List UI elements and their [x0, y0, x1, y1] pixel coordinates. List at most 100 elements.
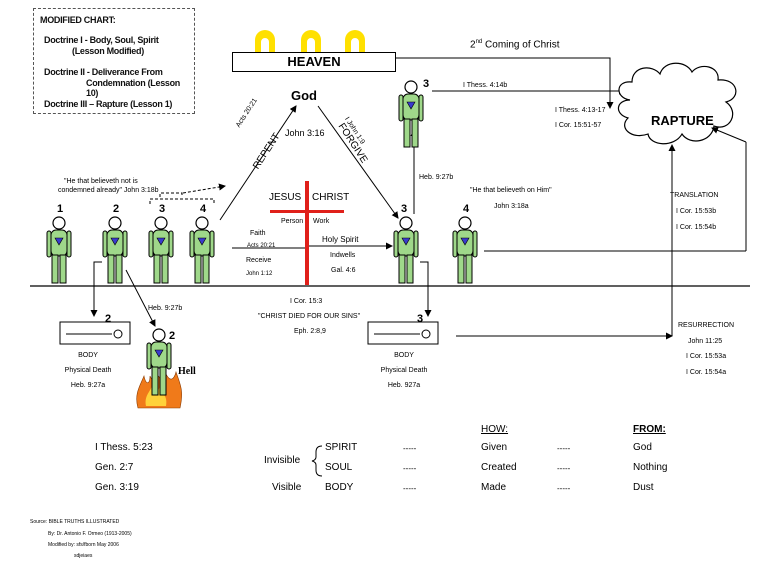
dashes-2: ----- — [403, 464, 417, 473]
second-coming-sup: nd — [475, 39, 483, 45]
resurrection-label: RESURRECTION — [678, 322, 735, 329]
legend-title: MODIFIED CHART: — [40, 15, 116, 25]
god-label: God — [291, 88, 317, 103]
heb-927b-top: Heb. 9:27b — [419, 174, 454, 181]
legend-d1a: Doctrine I - Body, Soul, Spirit — [44, 35, 159, 45]
source-line-3: Modified by: sfs/fborn May 2006 — [48, 542, 119, 548]
john-1125: John 11:25 — [688, 338, 723, 345]
christ-label: CHRIST — [312, 192, 350, 203]
num-3a: 3 — [159, 203, 166, 215]
dashes2-1: ----- — [557, 444, 571, 453]
second-coming-num: 2 — [470, 39, 476, 51]
icor-1554b: I Cor. 15:54b — [676, 224, 717, 231]
from-2: Nothing — [633, 462, 668, 473]
legend-d2b: Condemnation (Lesson 10) — [86, 78, 181, 98]
dashes-3: ----- — [403, 484, 417, 493]
person-4b-icon — [452, 216, 478, 289]
invisible-brace — [311, 445, 323, 477]
john-318a: John 3:18a — [494, 203, 529, 210]
ref-3: Gen. 3:19 — [95, 482, 139, 493]
eph-289: Eph. 2:8,9 — [294, 328, 326, 335]
from-header: FROM: — [633, 424, 666, 435]
quote-left-2: condemned already" John 3:18b — [58, 187, 159, 194]
num-3b: 3 — [401, 203, 408, 215]
body-left-title: BODY — [78, 352, 98, 359]
person-2-icon — [102, 216, 128, 289]
person-4a-icon — [189, 216, 215, 289]
quote-left-1: "He that believeth not is — [64, 178, 138, 185]
ref-2: Gen. 2:7 — [95, 462, 134, 473]
dashes2-2: ----- — [557, 464, 571, 473]
source-line-4: sdjeiaes — [74, 553, 93, 559]
icor-153: I Cor. 15:3 — [290, 298, 323, 305]
quote-right: "He that believeth on Him" — [470, 187, 552, 194]
dashes2-3: ----- — [557, 484, 571, 493]
legend-box: MODIFIED CHART: Doctrine I - Body, Soul,… — [33, 8, 195, 114]
part-soul: SOUL — [325, 462, 353, 473]
how-header: HOW: — [481, 424, 509, 435]
second-coming-text: Coming of Christ — [485, 39, 560, 51]
num-2-hell: 2 — [169, 330, 176, 342]
icor-1553b: I Cor. 15:53b — [676, 208, 717, 215]
work-label: Work — [313, 218, 330, 225]
icor-155157: I Cor. 15:51-57 — [555, 122, 602, 129]
source-line-2: By: Dr. Antonio F. Ormeo (1913-2005) — [48, 531, 132, 537]
heb-927b-mid: Heb. 9:27b — [148, 305, 183, 312]
rapture-cloud-icon — [617, 62, 737, 145]
hell-label: Hell — [178, 366, 196, 377]
from-3: Dust — [633, 482, 654, 493]
faith-label: Faith — [250, 230, 266, 237]
body-left-line3: Heb. 9:27a — [70, 382, 106, 389]
body-left-line2: Physical Death — [64, 367, 112, 374]
source-line-1: Source: BIBLE TRUTHS ILLUSTRATED — [30, 519, 120, 525]
legend-d1b: (Lesson Modified) — [72, 46, 144, 56]
how-1: Given — [481, 442, 508, 453]
part-body: BODY — [325, 482, 354, 493]
person-2-hell-icon — [146, 328, 172, 401]
rapture-label: RAPTURE — [651, 113, 714, 128]
how-3: Made — [481, 482, 507, 493]
indwells-label: Indwells — [330, 252, 356, 259]
grave-left-icon — [59, 321, 131, 345]
visible-label: Visible — [272, 482, 302, 493]
jesus-label: JESUS — [269, 192, 302, 203]
ithess-41317: I Thess. 4:13-17 — [555, 107, 606, 114]
translation-label: TRANSLATION — [670, 192, 719, 199]
num-4b: 4 — [463, 203, 470, 215]
ref-1: I Thess. 5:23 — [95, 442, 153, 453]
person-3a-icon — [148, 216, 174, 289]
invisible-label: Invisible — [264, 455, 301, 466]
person-3b-icon — [393, 216, 419, 289]
body-right-line3: Heb. 927a — [387, 382, 421, 389]
dashes-1: ----- — [403, 444, 417, 453]
cross-vertical — [305, 181, 309, 285]
num-2-grave: 2 — [105, 313, 112, 325]
john-112: John 1:12 — [246, 271, 273, 277]
cross-horizontal — [270, 210, 344, 213]
gal-46: Gal. 4:6 — [331, 267, 356, 274]
person-1-icon — [46, 216, 72, 289]
num-4a: 4 — [200, 203, 207, 215]
legend-d3: Doctrine III – Rapture (Lesson 1) — [44, 99, 173, 109]
grave-right-icon — [367, 321, 439, 345]
how-2: Created — [481, 462, 517, 473]
person-3-raptured-icon — [398, 80, 424, 153]
num-3-rapture: 3 — [423, 78, 430, 90]
legend-d2a: Doctrine II - Deliverance From — [44, 67, 163, 77]
num-3-grave: 3 — [417, 313, 424, 325]
heaven-label: HEAVEN — [232, 52, 396, 72]
receive-label: Receive — [246, 257, 272, 264]
num-1: 1 — [57, 203, 64, 215]
john-316: John 3:16 — [285, 128, 325, 138]
holy-spirit-label: Holy Spirit — [322, 235, 359, 244]
part-spirit: SPIRIT — [325, 442, 358, 453]
person-label: Person — [281, 218, 304, 225]
second-coming-label: 2nd Coming of Christ — [470, 39, 560, 50]
ithess-414b: I Thess. 4:14b — [463, 82, 508, 89]
heaven-arches-icon — [255, 30, 365, 52]
icor-1554a: I Cor. 15:54a — [686, 369, 727, 376]
body-right-line2: Physical Death — [380, 367, 428, 374]
num-2: 2 — [113, 203, 120, 215]
acts-2021: Acts 20:21 — [247, 243, 276, 249]
